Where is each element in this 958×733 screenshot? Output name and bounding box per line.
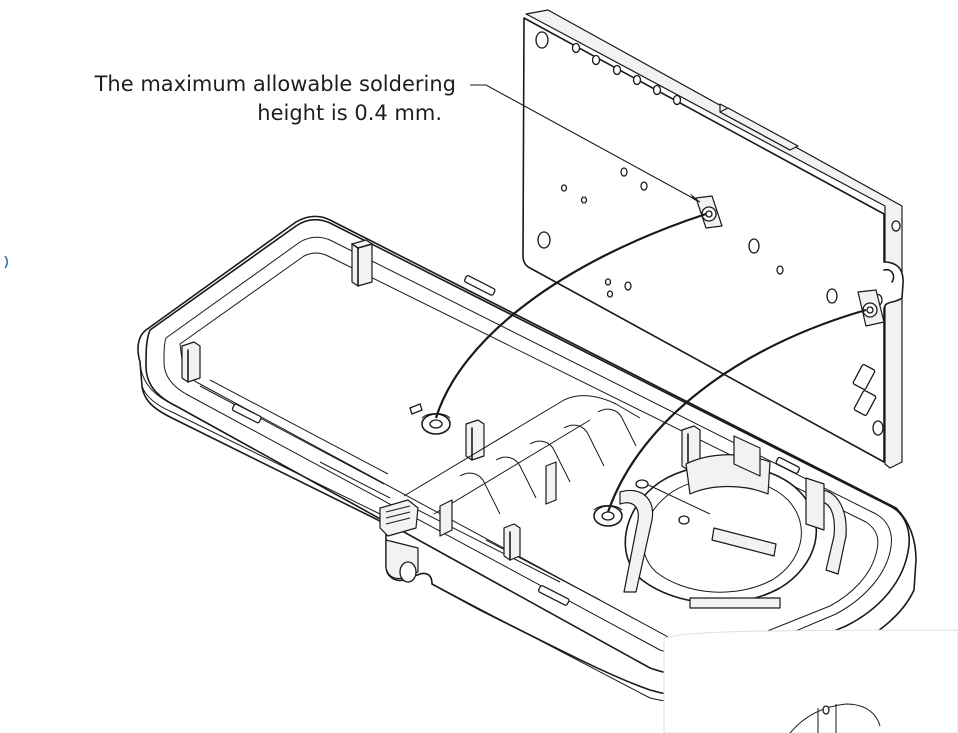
solder-pad-upper [695,195,723,229]
pcb-board [522,9,904,469]
enclosure-base [137,215,917,703]
spring-contact-right [593,505,623,527]
corner-posts [181,239,701,561]
wire-upper [434,212,707,419]
callout-leader [470,84,701,203]
battery-channel [403,395,641,537]
battery-holder [619,435,847,609]
edge-mark [4,255,9,269]
front-clip [379,499,419,537]
solder-pad-lower [857,289,885,327]
soldering-callout: The maximum allowable soldering height i… [0,70,468,128]
spring-contact-left [409,403,451,435]
board-holes [535,31,901,436]
wire-lower [606,308,867,513]
callout-line-2: height is 0.4 mm. [257,101,442,125]
floor-ribs [199,275,801,606]
detail-inset [663,629,958,733]
callout-line-1: The maximum allowable soldering [94,72,456,96]
